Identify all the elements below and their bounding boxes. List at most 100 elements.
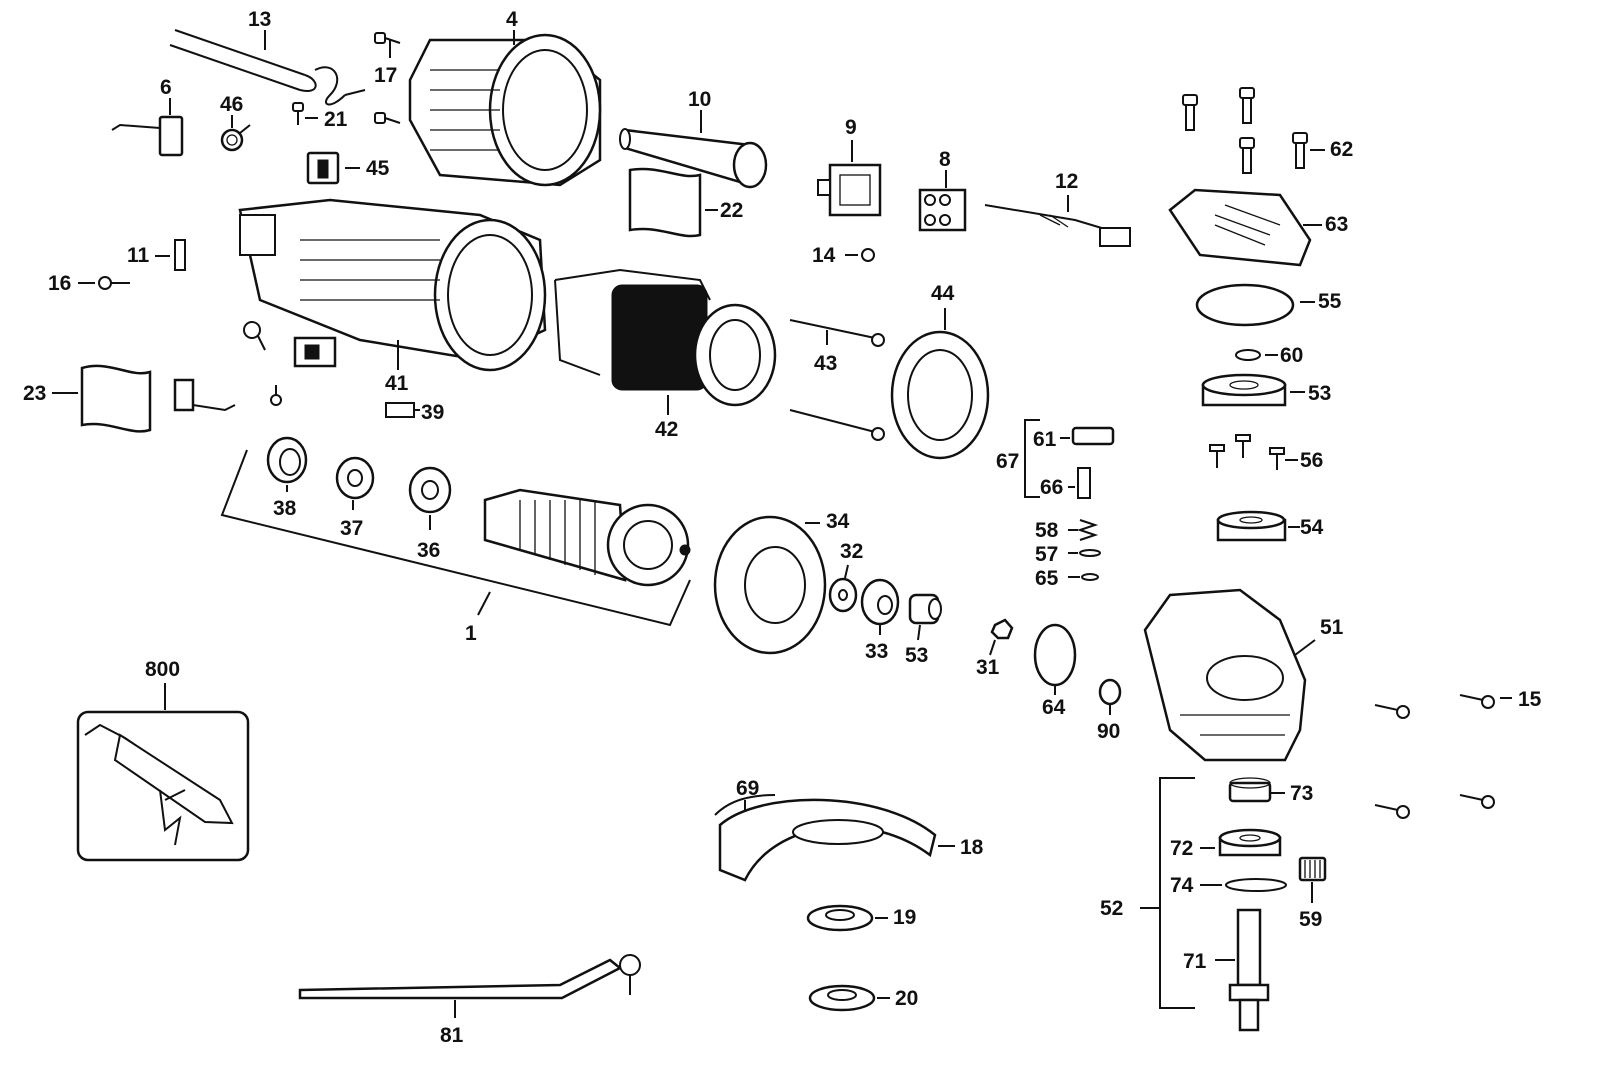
part-number-labels: 13 4 17 21 6 46 45 10 9 8 12 62 63 22 14… bbox=[23, 8, 1542, 1047]
part-label-11: 11 bbox=[127, 244, 150, 267]
gear-part bbox=[1200, 828, 1282, 857]
brush-holder-part bbox=[306, 151, 360, 185]
part-label-62: 62 bbox=[1330, 138, 1353, 161]
o-ring-part bbox=[1195, 283, 1315, 327]
part-label-81: 81 bbox=[440, 1024, 464, 1047]
spindle-lock-part bbox=[1024, 419, 1115, 499]
part-label-63: 63 bbox=[1325, 213, 1348, 236]
retaining-ring-part bbox=[1068, 573, 1099, 581]
gear-case-screw-part bbox=[1182, 87, 1325, 174]
part-label-13: 13 bbox=[248, 8, 271, 31]
side-handle-part bbox=[619, 110, 768, 189]
bearing-part bbox=[860, 578, 900, 635]
part-label-21: 21 bbox=[324, 108, 348, 131]
label-sticker-part bbox=[52, 364, 152, 433]
part-label-53b: 53 bbox=[905, 644, 928, 667]
part-label-36: 36 bbox=[417, 539, 440, 562]
part-label-39: 39 bbox=[421, 401, 444, 424]
nameplate-part bbox=[385, 402, 420, 418]
part-label-67: 67 bbox=[996, 450, 1019, 473]
terminal-block-part bbox=[918, 170, 967, 232]
part-label-6: 6 bbox=[160, 76, 172, 99]
motor-housing-part bbox=[238, 198, 547, 372]
screw-part bbox=[270, 385, 282, 406]
bearing-part bbox=[908, 593, 942, 641]
key-part bbox=[1298, 856, 1327, 903]
part-label-10: 10 bbox=[688, 88, 711, 111]
screw-part bbox=[374, 32, 401, 124]
flange-part bbox=[806, 904, 888, 932]
washer-part bbox=[828, 564, 858, 613]
part-label-71: 71 bbox=[1183, 950, 1207, 973]
bearing-part bbox=[1201, 373, 1305, 407]
bearing-part bbox=[1216, 510, 1300, 542]
small-screws-part bbox=[1209, 434, 1298, 470]
part-label-34: 34 bbox=[826, 510, 850, 533]
brush-spring-part bbox=[243, 321, 266, 351]
part-label-12: 12 bbox=[1055, 170, 1078, 193]
long-screw-part bbox=[789, 319, 885, 441]
part-label-53: 53 bbox=[1308, 382, 1331, 405]
wheel-guard-part bbox=[714, 794, 955, 882]
part-label-17: 17 bbox=[374, 64, 397, 87]
part-label-33: 33 bbox=[865, 640, 888, 663]
carbon-brush-part bbox=[173, 378, 236, 412]
bearing-part bbox=[408, 466, 452, 530]
part-label-73: 73 bbox=[1290, 782, 1313, 805]
brush-spring-part bbox=[220, 115, 251, 152]
part-label-64: 64 bbox=[1042, 696, 1066, 719]
part-label-38: 38 bbox=[273, 497, 297, 520]
armature-bracket bbox=[220, 449, 691, 627]
rear-housing-part bbox=[408, 30, 602, 187]
carbon-brush-part bbox=[111, 98, 184, 157]
part-label-18: 18 bbox=[960, 836, 984, 859]
nut-part bbox=[989, 618, 1014, 656]
label-sticker-part bbox=[628, 167, 718, 238]
part-label-42: 42 bbox=[655, 418, 678, 441]
accessory-box bbox=[76, 683, 250, 862]
part-label-56: 56 bbox=[1300, 449, 1323, 472]
part-label-58: 58 bbox=[1035, 519, 1059, 542]
part-label-66: 66 bbox=[1040, 476, 1063, 499]
power-cord-part bbox=[169, 29, 366, 106]
part-label-9: 9 bbox=[845, 116, 857, 139]
gear-cover-part bbox=[1168, 188, 1322, 267]
o-ring-part bbox=[1033, 623, 1077, 695]
part-label-1: 1 bbox=[465, 622, 477, 645]
part-label-800: 800 bbox=[145, 658, 180, 681]
flange-nut-part bbox=[808, 984, 890, 1012]
part-label-54: 54 bbox=[1300, 516, 1324, 539]
part-label-52: 52 bbox=[1100, 897, 1123, 920]
washer-part bbox=[1200, 878, 1287, 892]
part-label-74: 74 bbox=[1170, 874, 1194, 897]
part-label-20: 20 bbox=[895, 987, 918, 1010]
washer-part bbox=[1235, 349, 1278, 361]
part-label-15: 15 bbox=[1518, 688, 1542, 711]
fan-baffle-part bbox=[713, 515, 827, 655]
part-label-23: 23 bbox=[23, 382, 46, 405]
armature-part bbox=[483, 488, 691, 587]
gear-case-part bbox=[1143, 588, 1316, 762]
part-label-14: 14 bbox=[812, 244, 836, 267]
part-label-65: 65 bbox=[1035, 567, 1059, 590]
washer-part bbox=[335, 456, 375, 510]
part-label-51: 51 bbox=[1320, 616, 1344, 639]
clip-part bbox=[155, 239, 186, 271]
part-label-44: 44 bbox=[931, 282, 955, 305]
part-label-72: 72 bbox=[1170, 837, 1193, 860]
part-label-59: 59 bbox=[1299, 908, 1322, 931]
retaining-ring-part bbox=[1068, 549, 1101, 557]
screw-part bbox=[78, 276, 130, 290]
part-label-32: 32 bbox=[840, 540, 863, 563]
part-label-8: 8 bbox=[939, 148, 951, 171]
part-label-43: 43 bbox=[814, 352, 837, 375]
part-label-37: 37 bbox=[340, 517, 363, 540]
end-bell-part bbox=[890, 308, 990, 460]
gear-case-screw-part bbox=[1374, 694, 1512, 819]
part-label-46: 46 bbox=[220, 93, 243, 116]
part-label-60: 60 bbox=[1280, 344, 1303, 367]
switch-part bbox=[817, 140, 882, 217]
part-label-57: 57 bbox=[1035, 543, 1058, 566]
part-label-69: 69 bbox=[736, 777, 759, 800]
